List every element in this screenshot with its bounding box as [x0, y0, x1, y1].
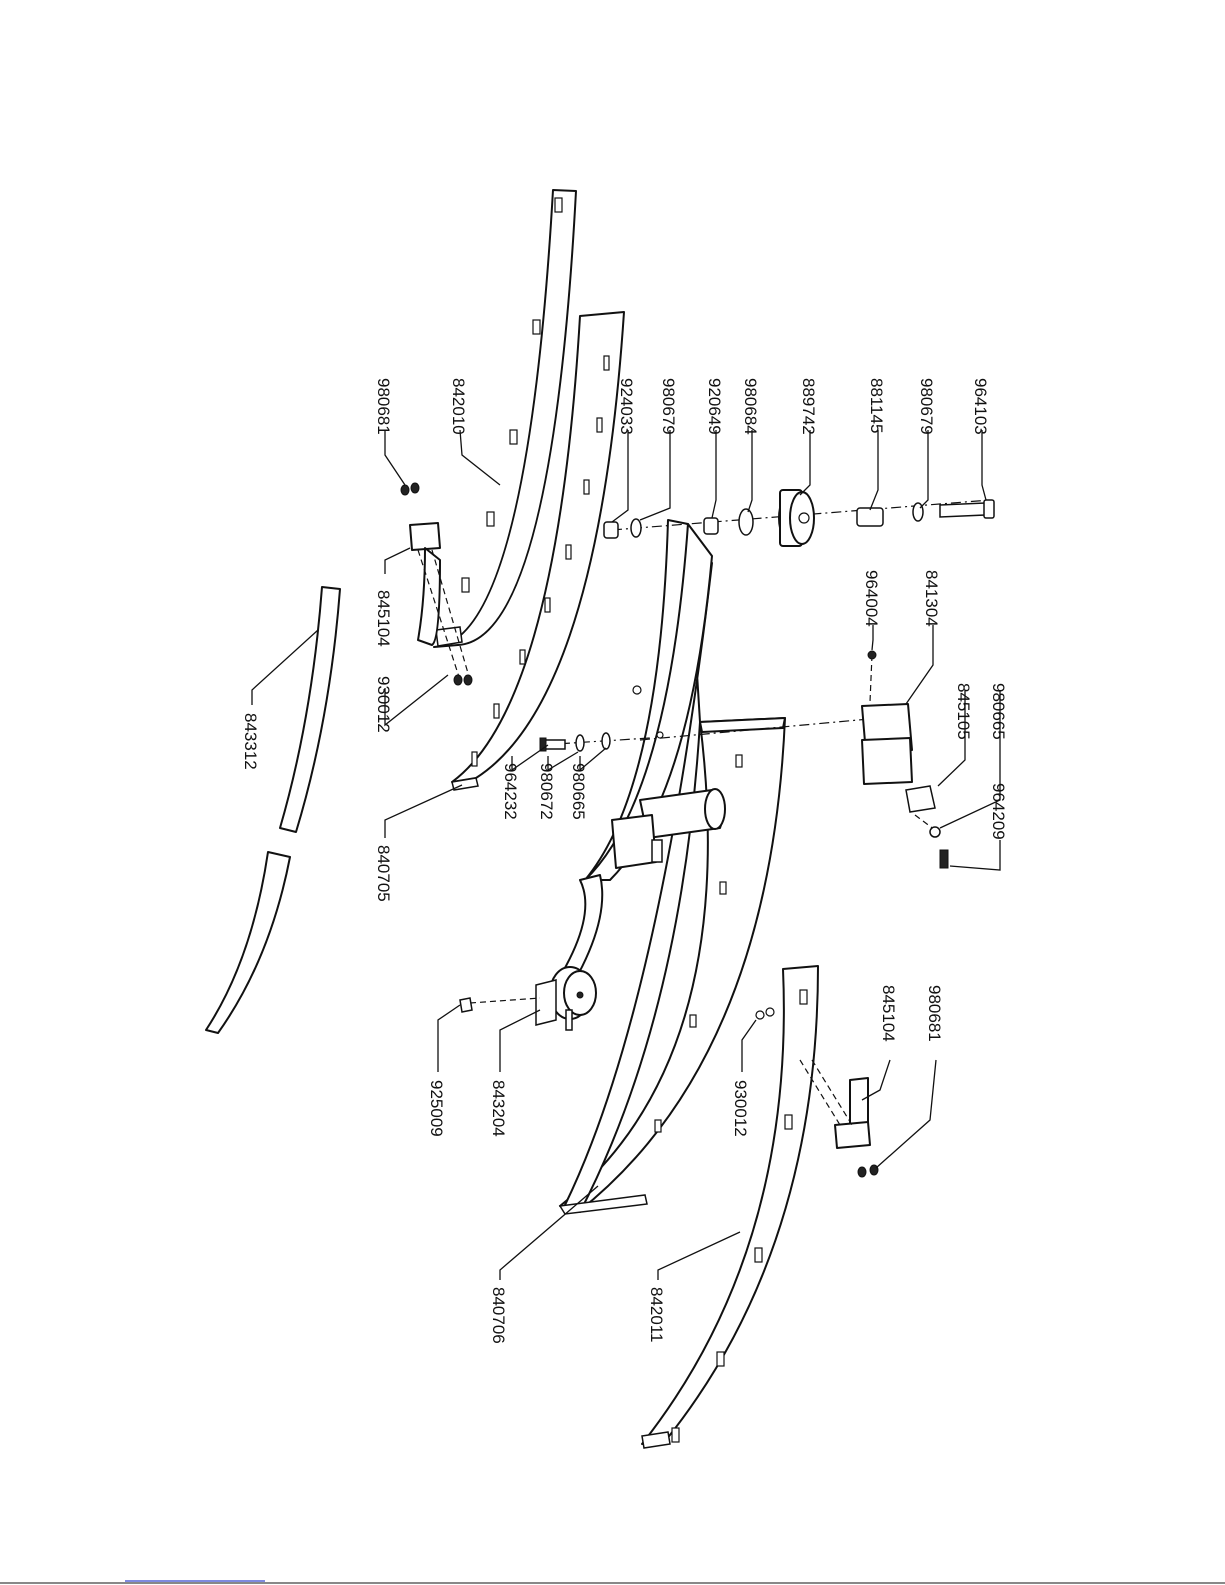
label-980672: 980672 — [537, 763, 556, 820]
label-980684: 980684 — [741, 378, 760, 435]
label-964209: 964209 — [989, 783, 1008, 840]
wheel-stack — [604, 490, 994, 546]
label-840706: 840706 — [489, 1287, 508, 1344]
label-964103: 964103 — [971, 378, 990, 435]
label-843312: 843312 — [241, 713, 260, 770]
label-930012: 930012 — [731, 1080, 750, 1137]
label-881145: 881145 — [867, 378, 886, 433]
label-980679: 980679 — [659, 378, 678, 435]
mount-845104-upper — [401, 483, 472, 685]
label-980679: 980679 — [917, 378, 936, 435]
roller-assembly-843204 — [536, 967, 596, 1030]
label-980681: 980681 — [374, 378, 393, 435]
label-889742: 889742 — [799, 378, 818, 435]
label-843204: 843204 — [489, 1080, 508, 1137]
pin-925009 — [460, 998, 540, 1012]
bolt-set-964232 — [540, 733, 650, 751]
label-920649: 920649 — [705, 378, 724, 435]
label-845105: 845105 — [954, 683, 973, 740]
label-980665: 980665 — [569, 763, 588, 820]
label-845104: 845104 — [374, 590, 393, 647]
label-930012: 930012 — [374, 676, 393, 733]
slat-842011 — [642, 966, 818, 1448]
label-840705: 840705 — [374, 845, 393, 902]
label-842011: 842011 — [647, 1287, 666, 1342]
label-980665: 980665 — [989, 683, 1008, 740]
label-980681: 980681 — [925, 985, 944, 1042]
label-841304: 841304 — [922, 570, 941, 627]
label-964004: 964004 — [862, 570, 881, 627]
label-925009: 925009 — [427, 1080, 446, 1137]
page-footer — [0, 1581, 1225, 1583]
strip-843312 — [206, 587, 340, 1033]
label-845104: 845104 — [879, 985, 898, 1042]
label-842010: 842010 — [449, 378, 468, 435]
label-924033: 924033 — [617, 378, 636, 435]
label-964232: 964232 — [501, 763, 520, 820]
